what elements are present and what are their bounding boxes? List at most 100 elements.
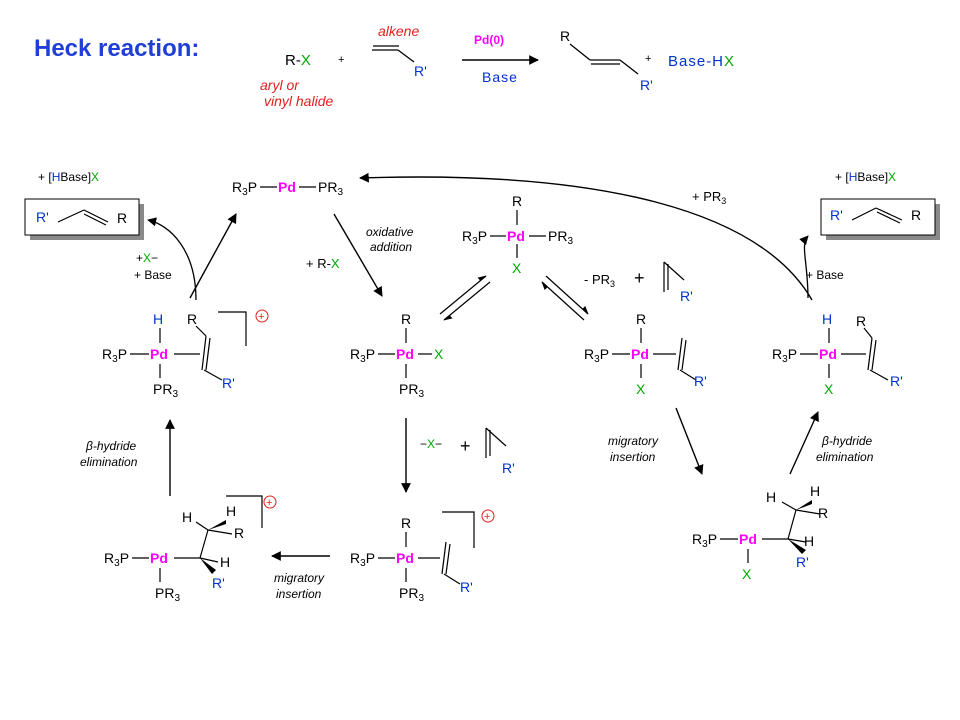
product-box-right: R' R xyxy=(820,198,940,240)
r3p-ligand: R3P xyxy=(102,346,127,365)
aryl-halide-rx-label: R-X xyxy=(285,52,311,69)
rprime-group: R' xyxy=(460,579,473,595)
pd-atom: Pd xyxy=(278,179,296,195)
catalyst-regeneration-arrow xyxy=(359,172,813,301)
h-atom: H xyxy=(182,509,192,525)
plus-sign: + xyxy=(460,436,471,456)
plus-sign: + xyxy=(634,268,645,288)
x-ligand: X xyxy=(742,566,752,582)
plus-pr3-label: + PR3 xyxy=(692,189,726,206)
beta-label-right-1: β-hydride xyxy=(821,434,873,448)
oxidative-addition-arrow xyxy=(333,213,383,297)
rprime-group: R' xyxy=(796,554,809,570)
hydride: H xyxy=(822,311,832,327)
pr3-ligand: PR3 xyxy=(153,381,178,400)
pd-atom: Pd xyxy=(631,346,649,362)
halide-label-line-1: aryl or xyxy=(260,77,300,93)
cationic-alkene-complex: R R3P Pd R' PR3 + xyxy=(350,509,495,604)
right-elimination-product-arrow xyxy=(799,235,809,299)
alkene-reagent-top xyxy=(663,261,685,292)
r-group: R xyxy=(401,515,411,531)
hbase-x-label-right: + [HBase]X xyxy=(835,170,896,184)
r-group: R xyxy=(234,525,244,541)
pr3-ligand: PR3 xyxy=(548,228,573,247)
product-rprime: R' xyxy=(640,77,653,93)
pr3-ligand: PR3 xyxy=(155,585,180,604)
box-r: R xyxy=(117,210,127,226)
r3p-ligand: R3P xyxy=(350,550,375,569)
product-r: R xyxy=(560,28,570,44)
migratory-label-bottom-1: migratory xyxy=(274,571,325,585)
equilibrium-arrow-right xyxy=(541,275,589,321)
minus-xminus-label: −X− xyxy=(420,437,442,451)
left-regeneration-arrow xyxy=(189,213,237,299)
cationic-alkyl-complex: R3P Pd PR3 H H R H R' + xyxy=(104,495,277,604)
page-title: Heck reaction: xyxy=(34,35,199,62)
neutral-alkyl-complex: R3P Pd X H H R H R' xyxy=(692,483,828,582)
hydride: H xyxy=(153,311,163,327)
beta-label-left-2: elimination xyxy=(80,455,138,469)
plus-base-left: + Base xyxy=(134,268,172,282)
catalyst-label: Pd(0) xyxy=(474,33,504,47)
right-hydrido-alkene-complex: H R3P Pd R R' X xyxy=(772,311,903,397)
h-atom: H xyxy=(804,533,814,549)
pd-atom: Pd xyxy=(739,531,757,547)
beta-label-left-1: β-hydride xyxy=(85,439,137,453)
pd-atom: Pd xyxy=(819,346,837,362)
pd-atom: Pd xyxy=(150,550,168,566)
product-alkene xyxy=(569,43,639,75)
plus-sign: + xyxy=(338,54,344,66)
h-atom: H xyxy=(226,503,236,519)
alkene-rprime: R' xyxy=(502,460,515,476)
plus-base-right: + Base xyxy=(806,268,844,282)
base-hx-label: Base-HX xyxy=(668,53,735,70)
pd0-complex: R3P Pd PR3 xyxy=(232,179,343,198)
pd-atom: Pd xyxy=(396,346,414,362)
x-ligand: X xyxy=(636,381,646,397)
r3p-ligand: R3P xyxy=(692,531,717,550)
h-atom: H xyxy=(810,483,820,499)
oxidative-addition-complex: R R3P Pd X PR3 xyxy=(350,311,444,400)
r3p-ligand: R3P xyxy=(104,550,129,569)
oxidative-label-2: addition xyxy=(370,240,412,254)
hbase-x-label-left: + [HBase]X xyxy=(38,170,99,184)
r-group: R xyxy=(512,193,522,209)
plus-rx-label: + R-X xyxy=(306,256,340,271)
box-rprime: R' xyxy=(830,207,843,223)
alkene-label: alkene xyxy=(378,23,419,39)
h-atom: H xyxy=(220,554,230,570)
pr3-ligand: PR3 xyxy=(399,585,424,604)
r-group: R xyxy=(856,313,866,329)
trans-pd-complex: R R3P Pd PR3 X xyxy=(462,193,573,276)
migratory-label-right-2: insertion xyxy=(610,450,656,464)
beta-hydride-arrow-right xyxy=(789,411,819,475)
box-rprime: R' xyxy=(36,209,49,225)
h-atom: H xyxy=(766,489,776,505)
base-label: Base xyxy=(482,69,518,85)
rprime-group: R' xyxy=(222,375,235,391)
left-elimination-product-arrow xyxy=(147,217,197,301)
product-box-left: R' R xyxy=(24,198,144,240)
pr3-ligand: PR3 xyxy=(318,179,343,198)
plus-sign: + xyxy=(645,53,651,65)
r3p-ligand: R3P xyxy=(462,228,487,247)
migratory-label-bottom-2: insertion xyxy=(276,587,322,601)
cation-charge: + xyxy=(484,511,490,523)
rprime-group: R' xyxy=(890,373,903,389)
r-group: R xyxy=(818,505,828,521)
rprime-group: R' xyxy=(694,373,707,389)
rprime-group: R' xyxy=(212,575,225,591)
equilibrium-arrow-left xyxy=(439,275,491,321)
overall-equation: R-X + aryl or vinyl halide alkene R' Pd(… xyxy=(260,23,735,109)
r-group: R xyxy=(187,311,197,327)
pd-atom: Pd xyxy=(150,346,168,362)
oxidative-label-1: oxidative xyxy=(366,225,414,239)
alkene-reagent-bottom xyxy=(485,427,507,458)
pd-atom: Pd xyxy=(507,228,525,244)
left-hydrido-alkene-complex: H R3P Pd PR3 R R' + xyxy=(102,309,269,400)
cation-charge: + xyxy=(266,497,272,509)
migratory-insertion-arrow-right xyxy=(675,407,704,475)
x-ligand: X xyxy=(434,346,444,362)
pd-atom: Pd xyxy=(396,550,414,566)
